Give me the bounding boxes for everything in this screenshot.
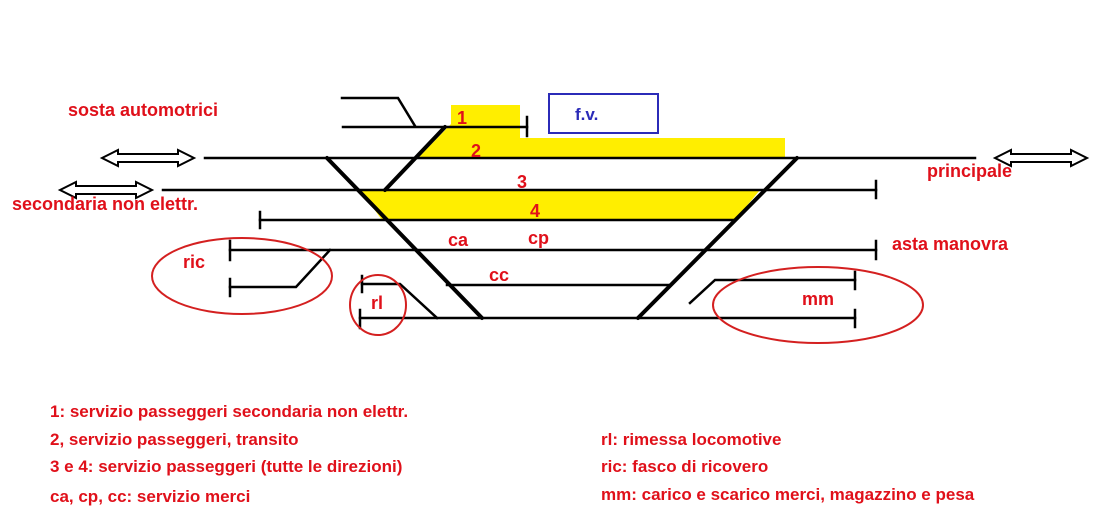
- platform-3-4: [360, 190, 760, 220]
- label-track-1: 1: [457, 108, 467, 128]
- passenger-building: [548, 93, 659, 134]
- label-cc: cc: [489, 265, 509, 285]
- arrow-left-principale: [99, 148, 197, 168]
- label-asta-manovra: asta manovra: [892, 234, 1009, 254]
- label-principale: principale: [927, 161, 1012, 181]
- ric-circle: [151, 237, 333, 315]
- rl-circle: [349, 274, 407, 336]
- legend-item: ca, cp, cc: servizio merci: [50, 487, 251, 506]
- label-secondaria: secondaria non elettr.: [12, 194, 198, 214]
- label-mm: mm: [802, 289, 834, 309]
- arrow-left-secondaria: [57, 180, 155, 200]
- legend-item: 3 e 4: servizio passeggeri (tutte le dir…: [50, 457, 403, 476]
- track-rl: [360, 282, 439, 320]
- crossover-left-upper: [383, 125, 447, 192]
- label-cp: cp: [528, 228, 549, 248]
- arrow-right-principale: [992, 148, 1090, 168]
- label-track-2: 2: [471, 141, 481, 161]
- label-ric: ric: [183, 252, 205, 272]
- label-sosta-automotrici: sosta automotrici: [68, 100, 218, 120]
- crossover-left-main: [325, 156, 484, 320]
- legend-item: mm: carico e scarico merci, magazzino e …: [601, 485, 975, 504]
- legend-item: ric: fasco di ricovero: [601, 457, 769, 476]
- mm-circle: [712, 266, 924, 344]
- platform-1-2: [418, 105, 785, 158]
- legend-item: rl: rimessa locomotive: [601, 430, 782, 449]
- label-track-3: 3: [517, 172, 527, 192]
- legend-item: 1: servizio passeggeri secondaria non el…: [50, 402, 409, 421]
- track-ric: [228, 248, 332, 289]
- label-fv: f.v.: [575, 105, 598, 124]
- track-mm: [688, 278, 857, 305]
- label-rl: rl: [371, 293, 383, 313]
- crossover-right-main: [636, 156, 799, 320]
- label-track-4: 4: [530, 201, 540, 221]
- legend-item: 2, servizio passeggeri, transito: [50, 430, 299, 449]
- label-ca: ca: [448, 230, 469, 250]
- track-sosta-upper: [340, 96, 417, 128]
